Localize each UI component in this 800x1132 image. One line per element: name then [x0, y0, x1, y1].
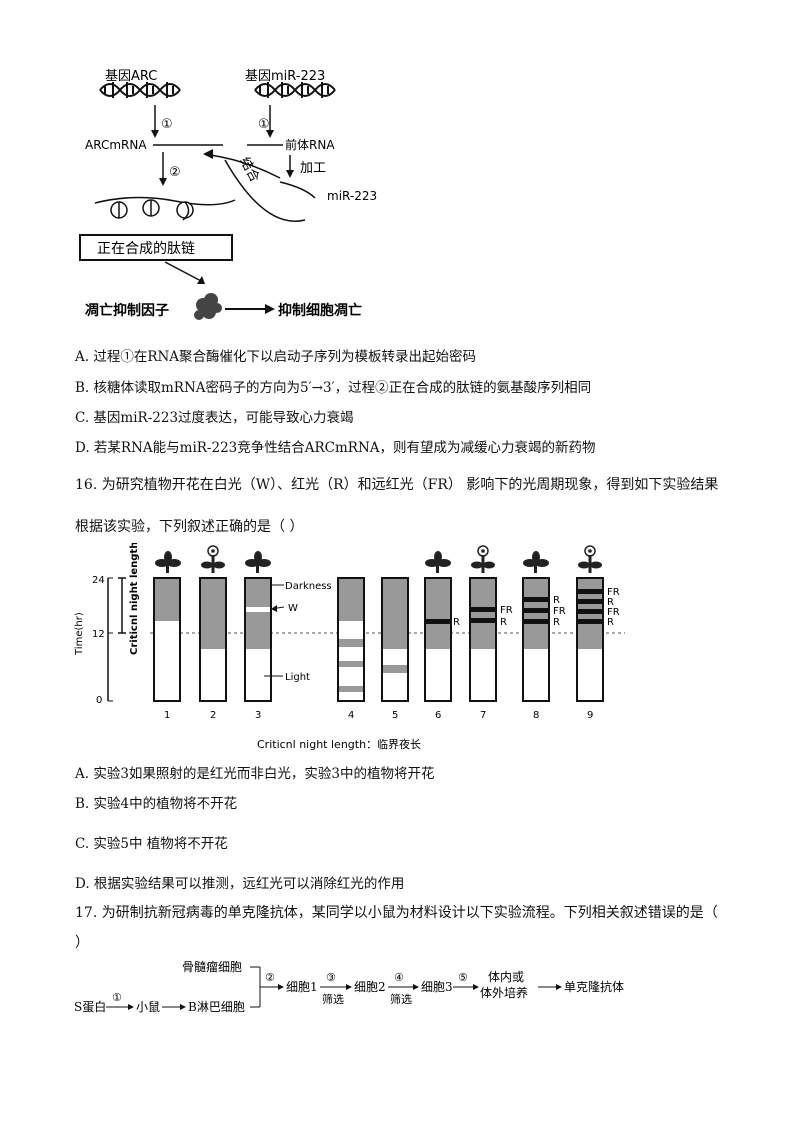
exp-number: 9	[587, 710, 593, 721]
q15-option-a: A. 过程①在RNA聚合酶催化下以启动子序列为模板转录出起始密码	[75, 349, 477, 365]
dna-arc-icon	[99, 82, 181, 98]
step1-right: ①	[258, 117, 270, 132]
peptide-box-label: 正在合成的肽链	[97, 241, 195, 257]
exp6-label-r: R	[453, 617, 460, 628]
q17-stem-line2: ）	[75, 935, 89, 951]
bar-exp1	[153, 577, 181, 702]
process-label: 加工	[300, 161, 326, 176]
screen1-label: 筛选	[322, 992, 344, 1006]
photoperiod-figure: Time(hr) 24 12 0 Criticnl night length	[74, 543, 625, 751]
step1-label: ①	[112, 991, 122, 1004]
q16-stem-line2: 根据该实验，下列叙述正确的是（ ）	[75, 519, 304, 535]
y-axis-label: Time(hr)	[74, 612, 85, 656]
exp-number: 2	[210, 710, 216, 721]
q16-option-c: C. 实验5中 植物将不开花	[75, 836, 228, 852]
bind-label: 结合	[236, 155, 261, 185]
darkness-label: Darkness	[285, 581, 332, 592]
exp9-label-fr2: FR	[607, 607, 620, 618]
gene-arc-label: 基因ARC	[105, 69, 157, 84]
w-label: W	[288, 603, 298, 614]
step4-label: ④	[394, 971, 404, 984]
bar-exp7	[469, 577, 497, 702]
exp-number: 4	[348, 710, 354, 721]
bar-exp5	[381, 577, 409, 702]
q15-option-d: D. 若某RNA能与miR-223竞争性结合ARCmRNA，则有望成为减缓心力衰…	[75, 440, 596, 456]
plant-vegetative-icon	[425, 551, 451, 573]
q15-option-b: B. 核糖体读取mRNA密码子的方向为5′→3′，过程②正在合成的肽链的氨基酸序…	[75, 380, 592, 396]
critical-night-label: Criticnl night length	[129, 543, 140, 655]
light-label: Light	[285, 672, 310, 683]
q17-stem-line1: 17. 为研制抗新冠病毒的单克隆抗体，某同学以小鼠为材料设计以下实验流程。下列相…	[75, 905, 718, 921]
q15-option-c: C. 基因miR-223过度表达，可能导致心力衰竭	[75, 410, 354, 426]
antibody-label: 单克隆抗体	[564, 979, 624, 994]
y-tick-12: 12	[92, 629, 105, 640]
figure-caption: Criticnl night length：临界夜长	[257, 737, 421, 751]
b-cell-label: B淋巴细胞	[188, 1000, 245, 1014]
exp9-label-r2: R	[607, 617, 614, 628]
mir223-label: miR-223	[327, 189, 377, 203]
exp-number: 3	[255, 710, 261, 721]
precursor-rna-label: 前体RNA	[285, 137, 335, 152]
cell1-label: 细胞1	[286, 980, 318, 994]
step3-label: ③	[326, 971, 336, 984]
exp-number: 7	[480, 710, 486, 721]
plant-vegetative-icon	[155, 551, 181, 573]
bar-exp8	[522, 577, 550, 702]
q16-option-d: D. 根据实验结果可以推测，远红光可以消除红光的作用	[75, 876, 405, 892]
q16-option-b: B. 实验4中的植物将不开花	[75, 796, 238, 812]
bar-exp4	[337, 577, 365, 702]
myeloma-label: 骨髓瘤细胞	[182, 959, 242, 974]
step2-label: ②	[265, 971, 275, 984]
protein-blob-icon	[194, 293, 222, 320]
exp9-label-r1: R	[607, 597, 614, 608]
exp7-label-r: R	[500, 617, 507, 628]
screen2-label: 筛选	[390, 992, 412, 1006]
step1-left: ①	[161, 117, 173, 132]
cell3-label: 细胞3	[421, 980, 453, 994]
bar-exp9	[576, 577, 604, 702]
q16-stem-line1: 16. 为研究植物开花在白光（W）、红光（R）和远红光（FR） 影响下的光周期现…	[75, 477, 719, 493]
arcmrna-label: ARCmRNA	[85, 138, 147, 152]
antibody-flowchart: 骨髓瘤细胞 S蛋白 ① 小鼠 B淋巴细胞 ② 细胞1 ③ 筛选 细胞2 ④ 筛选…	[74, 959, 624, 1014]
culture-line1: 体内或	[488, 970, 524, 984]
q16-option-a: A. 实验3如果照射的是红光而非白光，实验3中的植物将开花	[75, 766, 435, 782]
gene-regulation-diagram: 基因ARC 基因miR-223 ① ① ARCmRNA 前体RNA ② 结合 加…	[79, 69, 377, 320]
ribosome-icon	[110, 199, 194, 221]
inhibit-label: 抑制细胞凋亡	[278, 302, 362, 319]
dna-mir223-icon	[254, 82, 336, 98]
plant-vegetative-icon	[523, 551, 549, 573]
y-tick-0: 0	[96, 695, 102, 706]
exp8-label-r2: R	[553, 617, 560, 628]
peptide-box	[79, 234, 233, 261]
mouse-label: 小鼠	[136, 1000, 160, 1014]
culture-line2: 体外培养	[480, 985, 528, 1000]
exp8-label-r1: R	[553, 595, 560, 606]
exp-number: 1	[164, 710, 170, 721]
exp-number: 8	[533, 710, 539, 721]
exp9-label-fr1: FR	[607, 587, 620, 598]
plant-flowering-icon	[471, 545, 495, 573]
gene-mir223-label: 基因miR-223	[245, 69, 325, 84]
y-tick-24: 24	[92, 575, 105, 586]
step5-label: ⑤	[458, 971, 468, 984]
exp7-label-fr: FR	[500, 605, 513, 616]
plant-flowering-icon	[201, 545, 225, 573]
exp-number: 5	[392, 710, 398, 721]
plant-flowering-icon	[578, 545, 602, 573]
apoptosis-factor-label: 凋亡抑制因子	[85, 302, 169, 319]
bar-exp6	[424, 577, 452, 702]
exp-number: 6	[435, 710, 441, 721]
s-protein-label: S蛋白	[74, 999, 106, 1014]
step2-label: ②	[169, 165, 181, 180]
cell2-label: 细胞2	[354, 980, 386, 994]
bar-exp2	[199, 577, 227, 702]
bar-exp3	[244, 577, 272, 702]
plant-vegetative-icon	[245, 551, 271, 573]
exp8-label-fr: FR	[553, 606, 566, 617]
